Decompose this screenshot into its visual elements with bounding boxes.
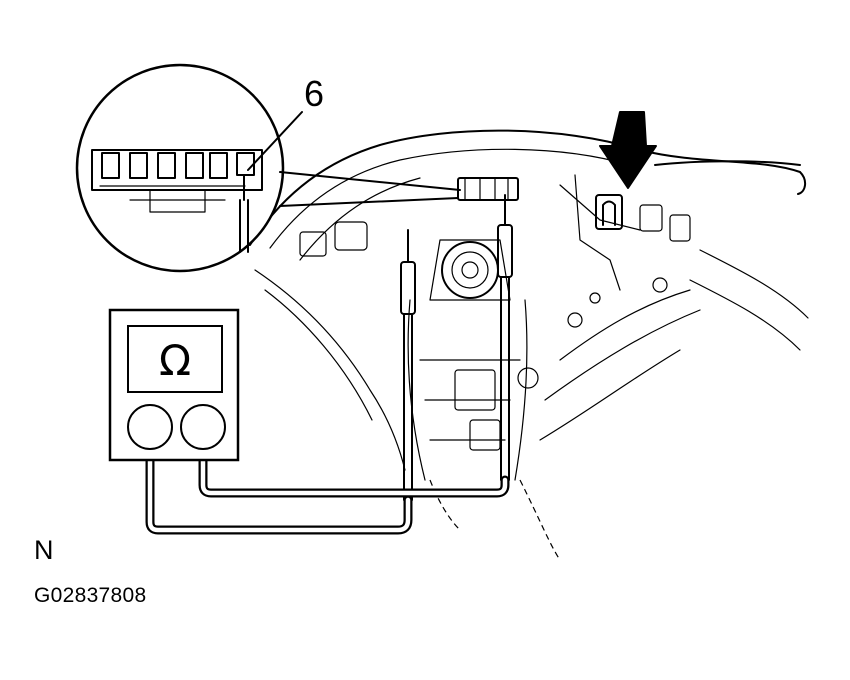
ohmmeter: Ω bbox=[108, 308, 240, 462]
meter-display bbox=[127, 325, 223, 393]
steering-column-assembly bbox=[249, 129, 809, 561]
test-probe-right bbox=[497, 194, 513, 481]
meter-terminal-right bbox=[180, 404, 226, 450]
test-probe-left bbox=[400, 229, 416, 501]
callout-number: 6 bbox=[304, 73, 325, 114]
ohm-symbol: Ω bbox=[159, 336, 191, 385]
meter-terminal-left bbox=[127, 404, 173, 450]
magnifier-leader bbox=[279, 171, 461, 207]
orientation-mark: N bbox=[34, 535, 54, 565]
pointer-arrow bbox=[599, 111, 657, 189]
figure-code: G02837808 bbox=[34, 584, 147, 607]
test-leads bbox=[145, 445, 510, 535]
callout-leader-line bbox=[247, 111, 303, 171]
magnified-connector-view bbox=[75, 63, 285, 273]
